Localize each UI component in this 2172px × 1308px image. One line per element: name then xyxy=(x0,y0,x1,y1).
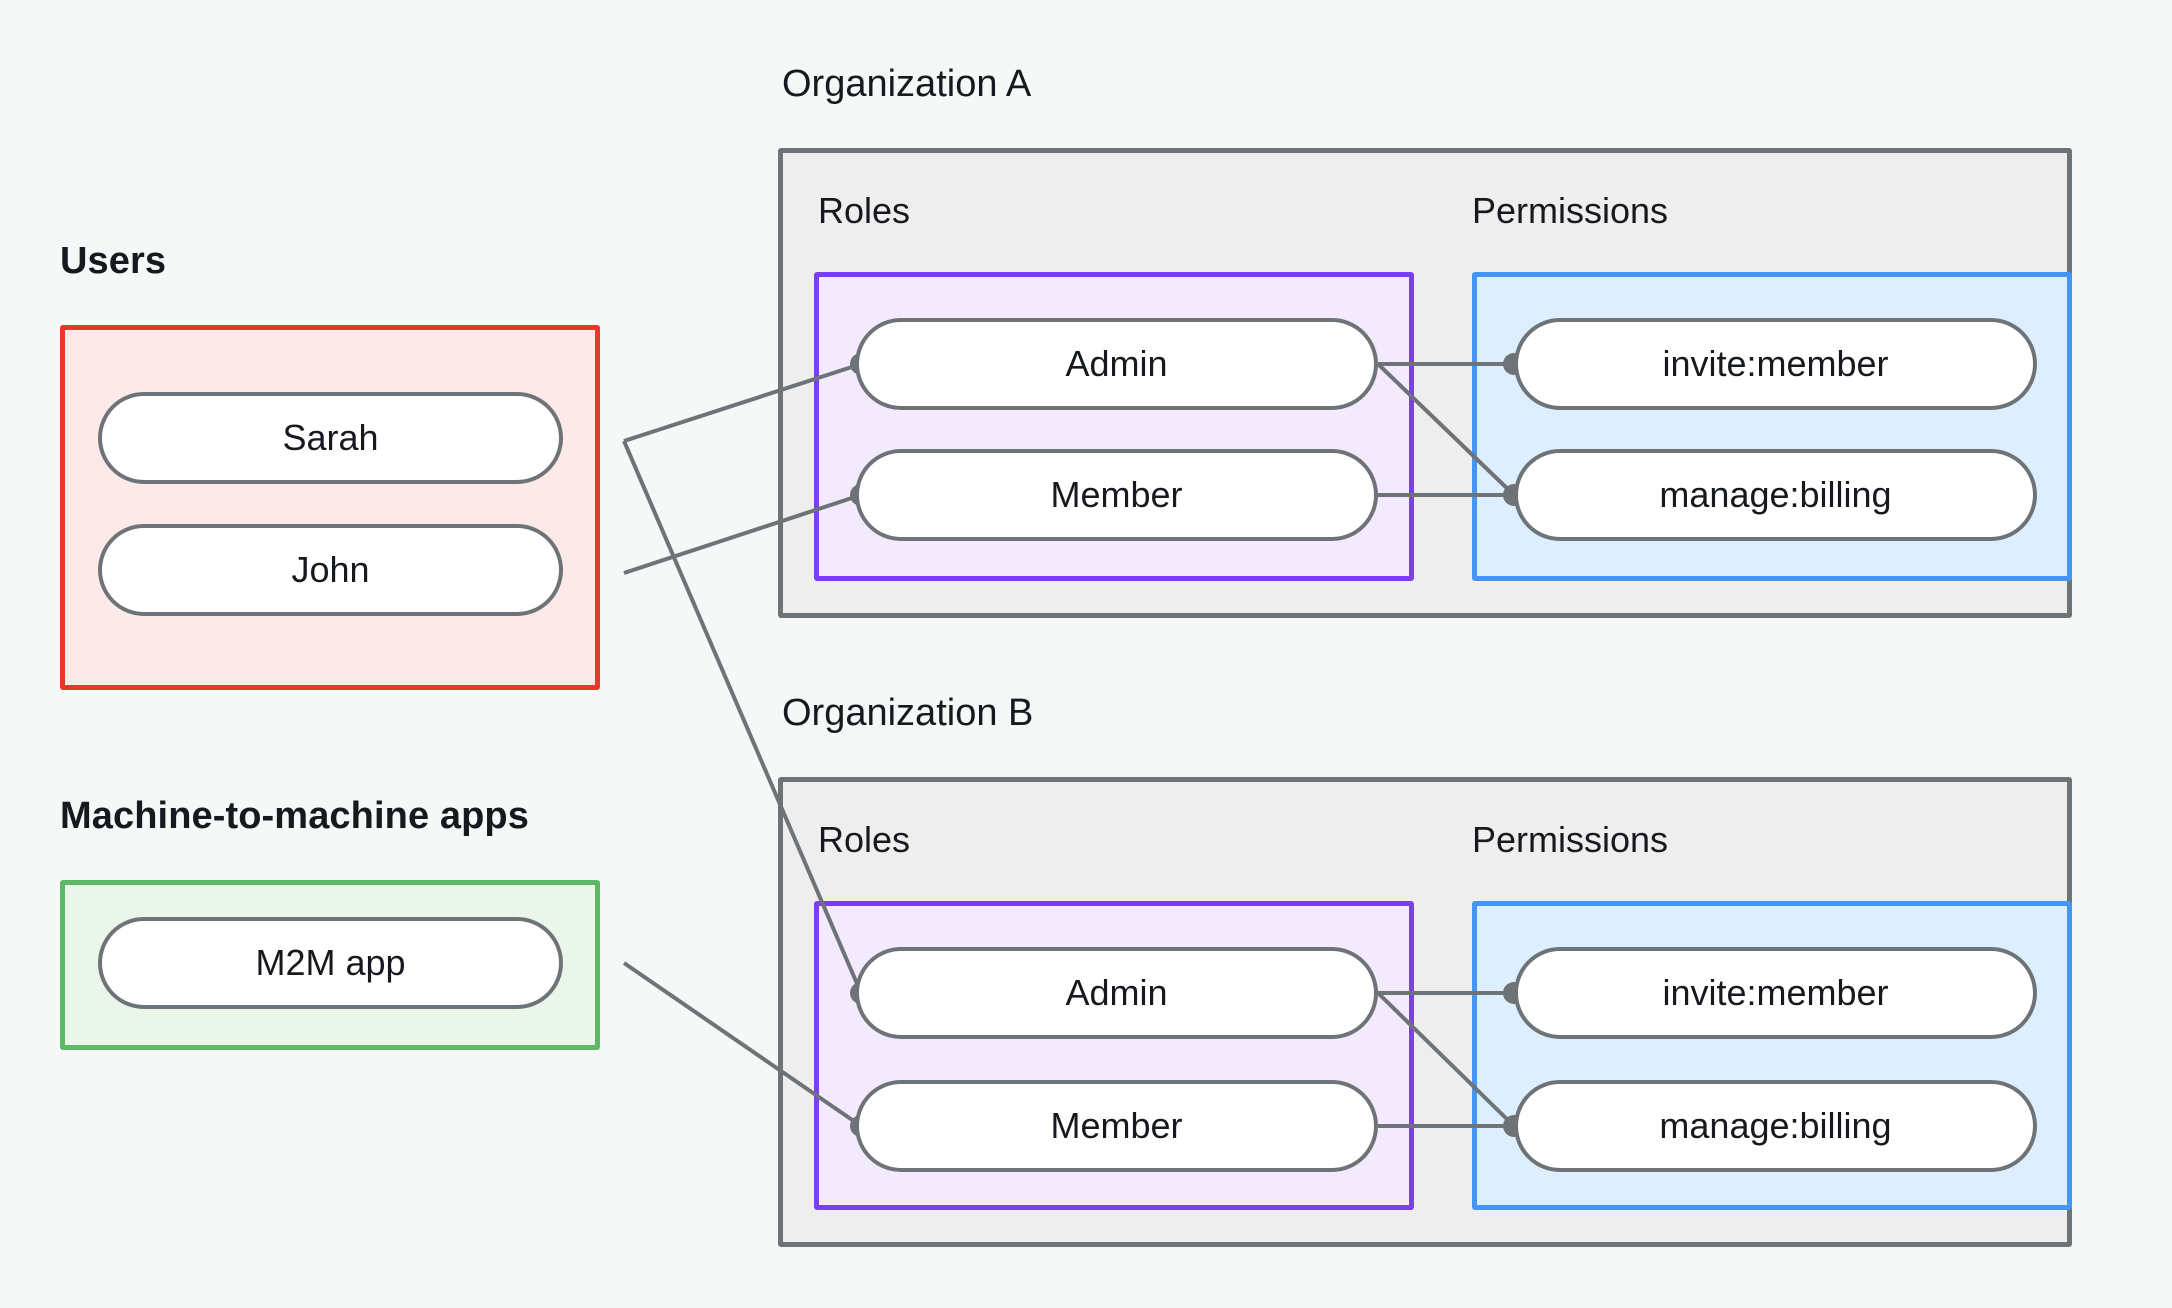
org-b-role-admin[interactable]: Admin xyxy=(855,947,1378,1039)
org-a-permission-invite-member[interactable]: invite:member xyxy=(1514,318,2037,410)
org-b-title: Organization B xyxy=(782,692,1034,734)
org-b-permission-invite-member[interactable]: invite:member xyxy=(1514,947,2037,1039)
m2m-node-app[interactable]: M2M app xyxy=(98,917,563,1009)
users-container xyxy=(60,325,600,690)
m2m-section-title: Machine-to-machine apps xyxy=(60,795,529,837)
org-b-role-member[interactable]: Member xyxy=(855,1080,1378,1172)
user-node-john[interactable]: John xyxy=(98,524,563,616)
org-b-permission-manage-billing[interactable]: manage:billing xyxy=(1514,1080,2037,1172)
org-a-permission-manage-billing[interactable]: manage:billing xyxy=(1514,449,2037,541)
users-section-title: Users xyxy=(60,240,167,282)
user-node-sarah[interactable]: Sarah xyxy=(98,392,563,484)
org-a-role-member[interactable]: Member xyxy=(855,449,1378,541)
org-b-roles-label: Roles xyxy=(818,819,911,860)
org-a-title: Organization A xyxy=(782,63,1032,105)
org-b-permissions-label: Permissions xyxy=(1472,819,1669,860)
org-a-role-admin[interactable]: Admin xyxy=(855,318,1378,410)
org-a-roles-label: Roles xyxy=(818,190,911,231)
org-a-permissions-label: Permissions xyxy=(1472,190,1669,231)
